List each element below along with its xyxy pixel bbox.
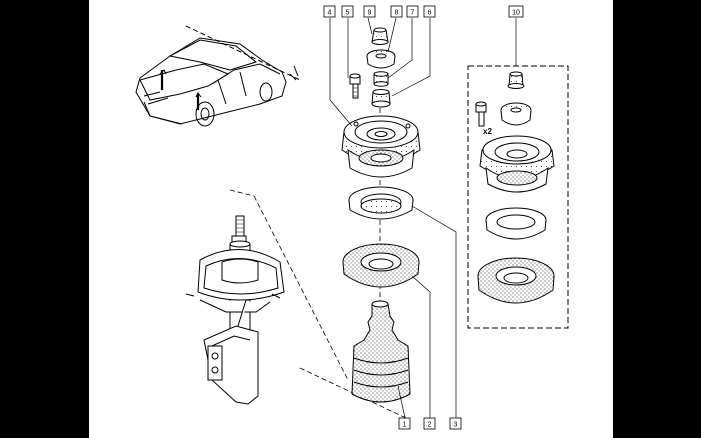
callout-8: 8 — [390, 5, 403, 18]
callout-4: 4 — [323, 5, 336, 18]
svg-text:6: 6 — [428, 10, 432, 17]
part-1-bump-stop — [351, 300, 411, 403]
callout-10: 10 — [508, 5, 524, 18]
svg-text:8: 8 — [395, 10, 399, 17]
strut-assembly — [185, 215, 285, 405]
part-5-bolt — [349, 73, 361, 99]
diagram-canvas: x2 4 5 9 8 7 6 10 1 2 3 — [89, 0, 613, 438]
callout-2: 2 — [423, 417, 436, 430]
callout-1: 1 — [398, 417, 411, 430]
svg-text:1: 1 — [403, 422, 407, 429]
part-2-spring-seat — [342, 243, 420, 288]
svg-text:7: 7 — [411, 10, 415, 17]
part-6-nut — [371, 89, 391, 108]
callout-9: 9 — [363, 5, 376, 18]
svg-text:3: 3 — [454, 422, 458, 429]
part-3-bearing — [348, 186, 414, 220]
svg-text:10: 10 — [512, 10, 520, 17]
svg-text:4: 4 — [328, 10, 332, 17]
callout-5: 5 — [341, 5, 354, 18]
callout-7: 7 — [406, 5, 419, 18]
callout-6: 6 — [423, 5, 436, 18]
car-illustration — [135, 25, 301, 127]
svg-text:2: 2 — [428, 422, 432, 429]
leader-lines — [329, 17, 517, 419]
part-7-nut — [373, 71, 389, 87]
callout-3: 3 — [449, 417, 462, 430]
svg-text:9: 9 — [368, 10, 372, 17]
part-8-cup — [366, 49, 396, 69]
svg-text:5: 5 — [346, 10, 350, 17]
exploded-diagram: x2 4 5 9 8 7 6 10 1 2 3 — [135, 5, 569, 430]
part-9-nut — [371, 27, 389, 45]
quantity-label: x2 — [483, 127, 492, 136]
kit-10-box: x2 — [467, 65, 569, 329]
part-4-top-mount — [341, 115, 421, 178]
